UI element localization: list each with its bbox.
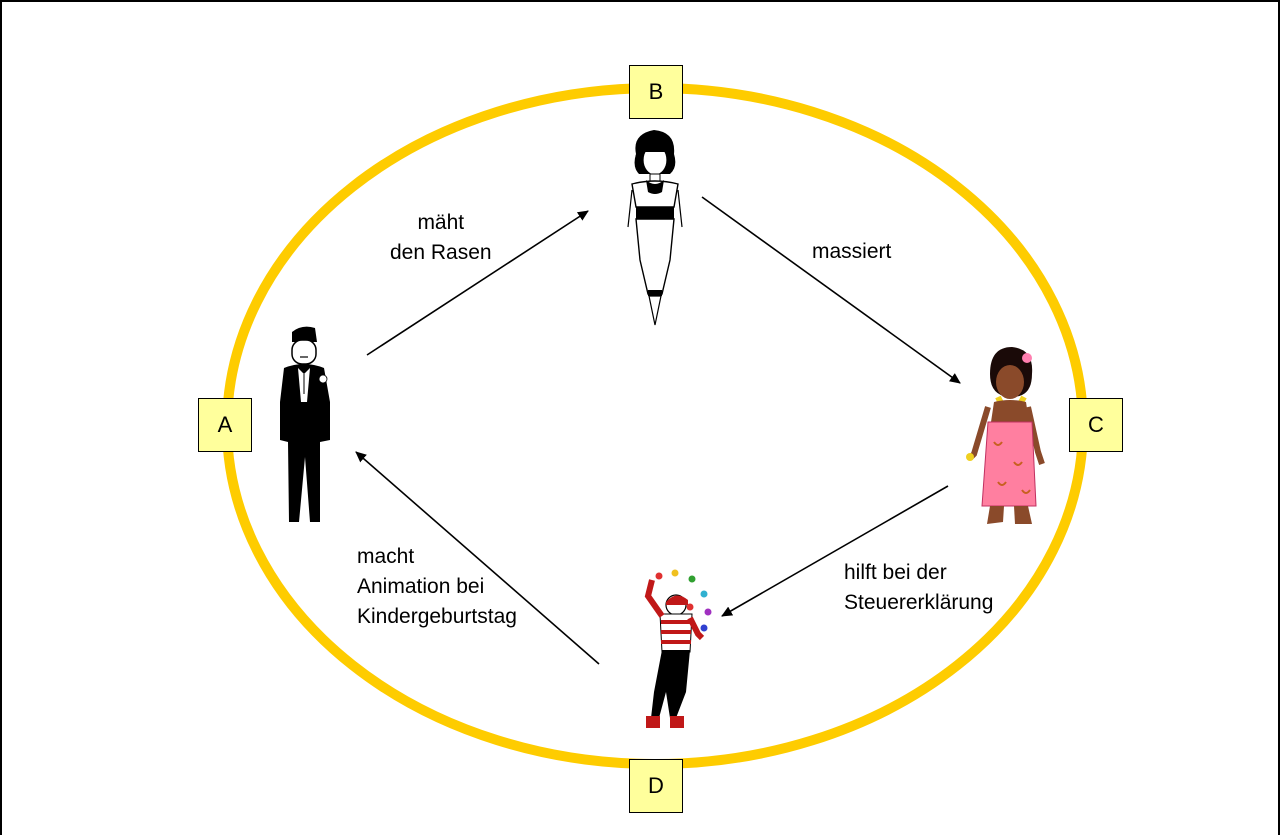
arrow-b-to-c (701, 196, 961, 384)
edge-label-line: Steuererklärung (844, 591, 994, 614)
edge-label-a-to-b: mäht den Rasen (390, 208, 492, 268)
node-a: A (198, 398, 252, 452)
edge-label-line: mäht (417, 211, 465, 234)
hula-dancer-figure (966, 347, 1045, 524)
edge-label-line: den Rasen (390, 241, 492, 264)
edge-label-line: Animation bei (357, 575, 485, 598)
node-a-label: A (217, 412, 233, 437)
edge-label-line: macht (357, 545, 415, 568)
woman-in-dress-figure (627, 130, 683, 326)
juggling-mime-figure (644, 569, 712, 728)
edge-label-d-to-a: macht Animation bei Kindergeburtstag (357, 542, 517, 632)
node-b: B (629, 65, 683, 119)
man-in-tuxedo-figure (280, 326, 330, 522)
arrow-d-to-a (355, 451, 600, 665)
node-b-label: B (648, 79, 664, 104)
node-d: D (629, 759, 683, 813)
edge-label-line: Kindergeburtstag (357, 605, 517, 628)
arrow-a-to-b (366, 210, 589, 356)
edge-label-line: massiert (812, 240, 892, 263)
node-c-label: C (1088, 412, 1104, 437)
edge-label-b-to-c: massiert (812, 237, 891, 267)
edge-label-c-to-d: hilft bei der Steuererklärung (844, 558, 993, 618)
edge-label-line: hilft bei der (844, 561, 947, 584)
node-c: C (1069, 398, 1123, 452)
arrow-c-to-d (721, 485, 949, 617)
node-d-label: D (648, 773, 664, 798)
